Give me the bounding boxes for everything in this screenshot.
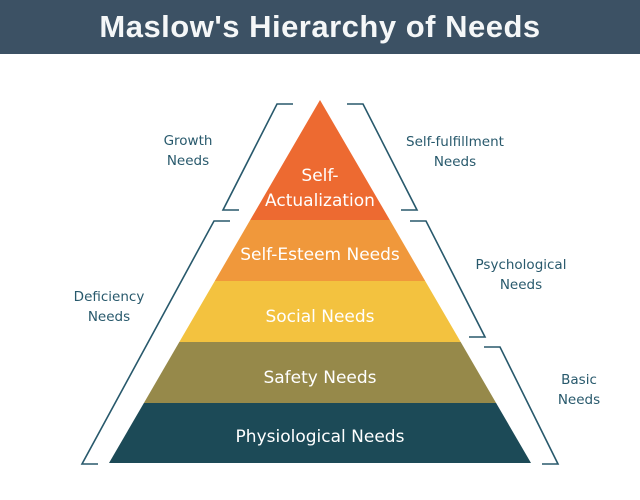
basic-needs-bracket <box>484 346 560 465</box>
level-label-self-actualization-line2: Actualization <box>265 191 375 211</box>
basic-needs-label-line1: Basic <box>561 372 597 388</box>
title-bar: Maslow's Hierarchy of Needs <box>0 0 640 54</box>
self-fulfillment-needs-label-line1: Self-fulfillment <box>406 134 504 150</box>
self-fulfillment-needs-label-line2: Needs <box>434 154 476 170</box>
level-label-physiological: Physiological Needs <box>236 427 405 447</box>
level-label-self-actualization-line1: Self- <box>301 166 338 186</box>
pyramid-level-safety <box>143 342 497 403</box>
psychological-needs-label-line2: Needs <box>500 277 542 293</box>
level-label-self-esteem: Self-Esteem Needs <box>240 245 400 265</box>
deficiency-needs-label-line1: Deficiency <box>74 289 145 305</box>
deficiency-needs-bracket <box>80 220 230 465</box>
pyramid-level-self-esteem <box>214 220 426 281</box>
psychological-needs-label-line1: Psychological <box>476 257 567 273</box>
self-fulfillment-needs-bracket <box>347 103 419 211</box>
level-label-safety: Safety Needs <box>263 368 376 388</box>
growth-needs-label-line1: Growth <box>164 133 213 149</box>
growth-needs-bracket <box>221 103 293 211</box>
growth-needs-label-line2: Needs <box>167 153 209 169</box>
pyramid-level-self-actualization <box>250 100 390 220</box>
pyramid-level-social <box>179 281 461 342</box>
deficiency-needs-label-line2: Needs <box>88 309 130 325</box>
basic-needs-label-line2: Needs <box>558 392 600 408</box>
page-title: Maslow's Hierarchy of Needs <box>99 9 541 44</box>
psychological-needs-bracket <box>410 220 487 338</box>
level-label-social: Social Needs <box>265 307 374 327</box>
pyramid-level-physiological <box>109 403 531 463</box>
